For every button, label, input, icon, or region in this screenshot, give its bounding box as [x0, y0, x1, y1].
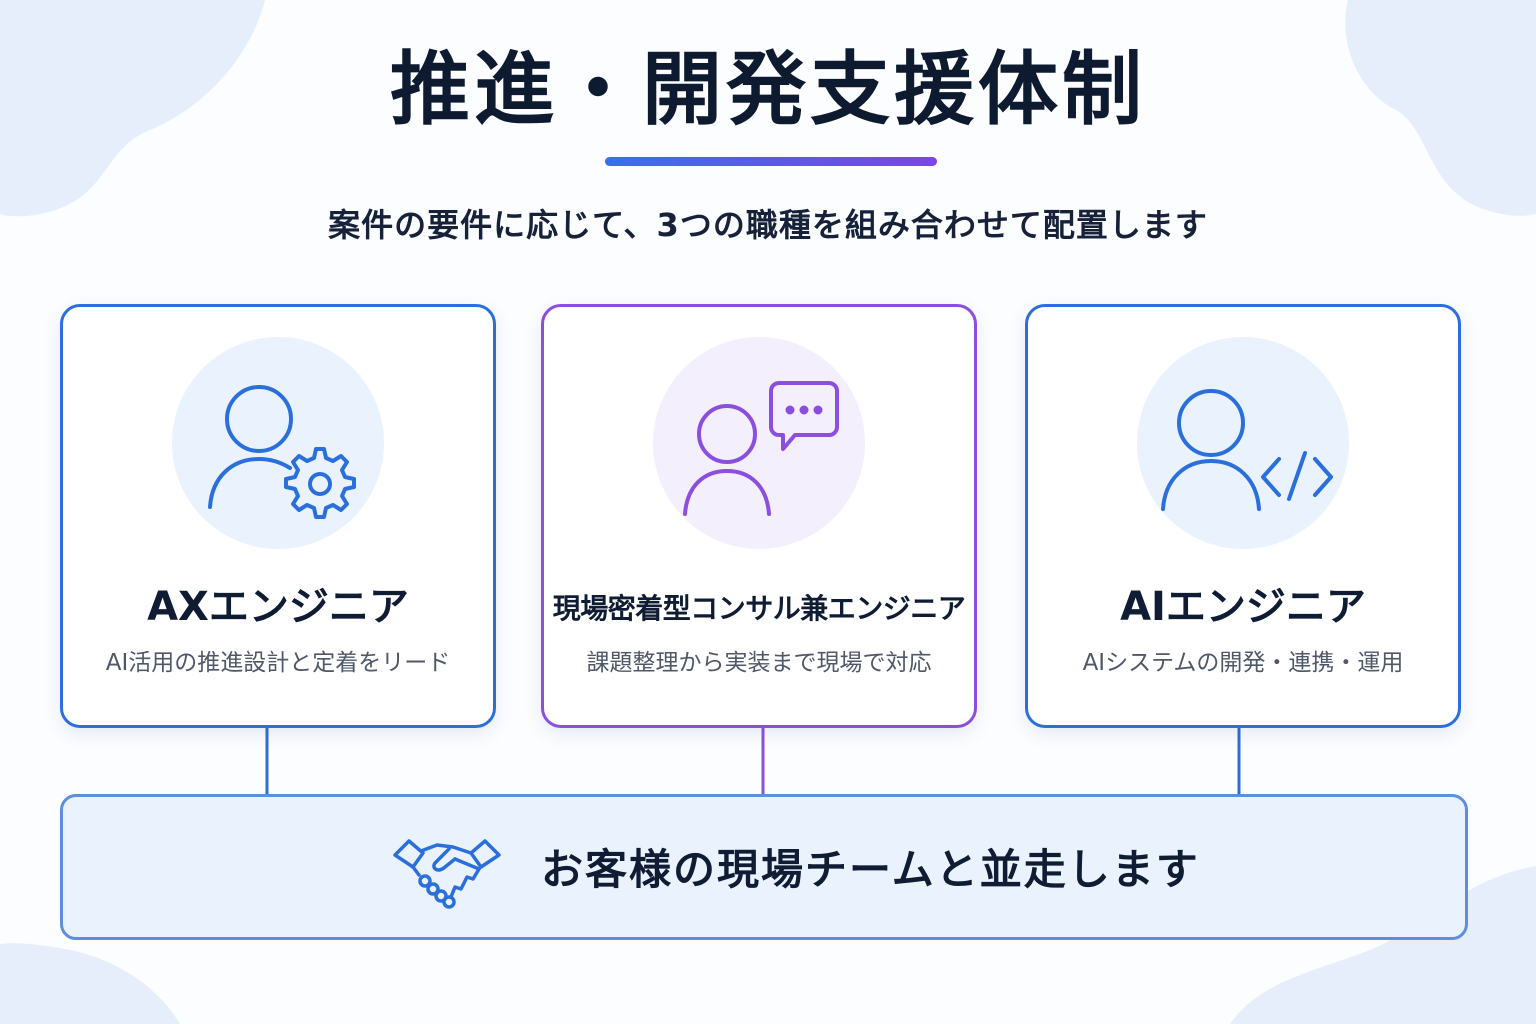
role-description: 課題整理から実装まで現場で対応	[586, 650, 932, 676]
icon-circle	[172, 337, 384, 549]
role-description: AI活用の推進設計と定着をリード	[105, 650, 451, 676]
person-chat-icon	[683, 381, 839, 516]
page-title: 推進・開発支援体制	[390, 43, 1146, 136]
page-subtitle: 案件の要件に応じて、3つの職種を組み合わせて配置します	[328, 206, 1208, 244]
background-blob-top-left	[0, 0, 265, 217]
icon-circle	[1137, 337, 1349, 549]
person-code-icon	[1161, 389, 1333, 511]
role-card-ai-engineer: AIエンジニア AIシステムの開発・連携・運用	[1025, 304, 1461, 728]
person-gear-icon	[208, 385, 356, 519]
icon-circle	[653, 337, 865, 549]
background-blob-bottom-left	[0, 943, 180, 1024]
role-title: AIエンジニア	[1120, 584, 1366, 630]
background-blob-top-right	[1345, 0, 1536, 216]
role-description: AIシステムの開発・連携・運用	[1082, 650, 1404, 676]
role-card-field-consultant-engineer: 現場密着型コンサル兼エンジニア 課題整理から実装まで現場で対応	[541, 304, 977, 728]
title-underline	[605, 157, 937, 166]
role-card-ax-engineer: AXエンジニア AI活用の推進設計と定着をリード	[60, 304, 496, 728]
role-title: AXエンジニア	[147, 584, 409, 630]
role-title: 現場密着型コンサル兼エンジニア	[552, 592, 966, 625]
handshake-icon	[393, 839, 501, 909]
banner-text: お客様の現場チームと並走します	[541, 845, 1200, 894]
partnership-banner: お客様の現場チームと並走します	[60, 794, 1468, 940]
